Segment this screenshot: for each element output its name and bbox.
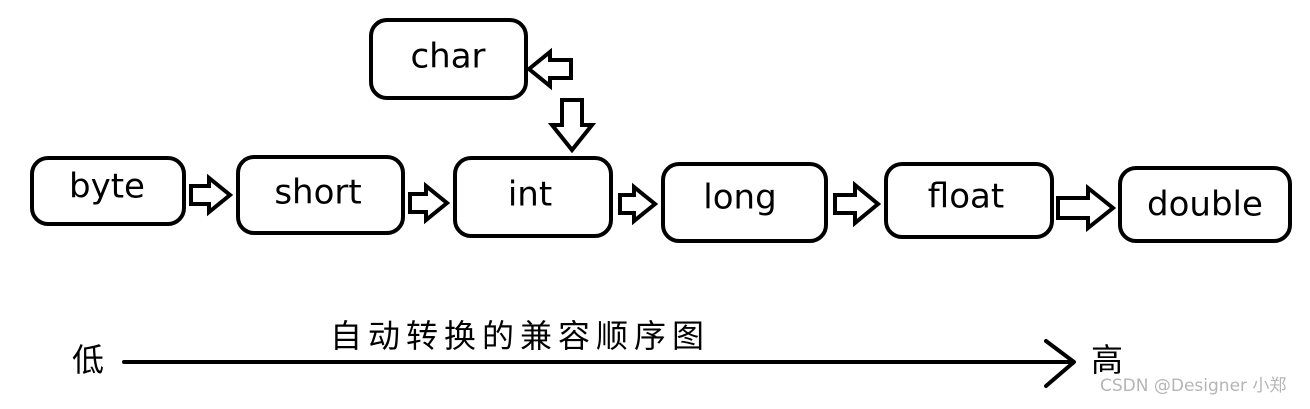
arrow-int-to-long xyxy=(618,182,659,226)
axis-arrowhead xyxy=(1044,339,1076,388)
node-byte-label: byte xyxy=(69,167,145,207)
node-long: long xyxy=(661,162,828,243)
diagram-title: 自动转换的兼容顺序图 xyxy=(330,317,710,355)
low-label: 低 xyxy=(72,341,104,379)
node-byte: byte xyxy=(30,156,186,226)
arrow-float-to-double xyxy=(1056,183,1117,233)
node-int-label: int xyxy=(508,175,552,215)
node-int: int xyxy=(453,156,613,238)
arrow-long-to-float xyxy=(833,180,882,228)
node-char-label: char xyxy=(410,37,485,77)
node-float: float xyxy=(884,162,1054,239)
node-double-label: double xyxy=(1147,185,1263,225)
node-float-label: float xyxy=(928,177,1004,217)
arrow-byte-to-short xyxy=(189,173,234,217)
high-label: 高 xyxy=(1091,341,1123,379)
node-char: char xyxy=(369,18,528,100)
node-long-label: long xyxy=(703,178,776,218)
node-short-label: short xyxy=(274,173,361,213)
arrow-to-char xyxy=(525,47,573,91)
arrow-short-to-int xyxy=(408,181,451,225)
watermark-text: CSDN @Designer 小郑 xyxy=(1100,376,1286,396)
node-double: double xyxy=(1118,166,1292,243)
arrow-char-to-int xyxy=(547,98,597,154)
node-short: short xyxy=(236,155,405,235)
